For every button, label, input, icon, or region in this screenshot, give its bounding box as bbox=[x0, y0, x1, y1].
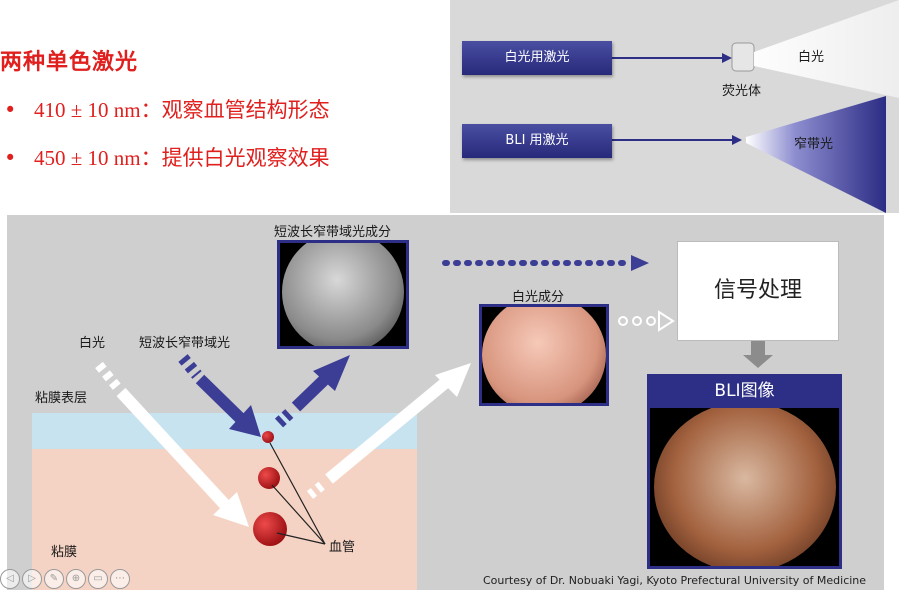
laser-diagram-graphics bbox=[612, 0, 899, 213]
short-reflect-dashed bbox=[274, 406, 297, 428]
bullet-item: • 410 ± 10 nm：观察血管结构形态 bbox=[0, 94, 330, 124]
white-signal-arrowhead bbox=[658, 310, 675, 332]
bli-image-thumbnail bbox=[647, 408, 842, 569]
short-wave-light-label: 短波长窄带域光 bbox=[139, 336, 231, 351]
white-laser-box: 白光用激光 bbox=[462, 41, 612, 75]
more-icon[interactable]: ⋯ bbox=[110, 569, 130, 589]
phosphor-icon bbox=[731, 42, 755, 72]
slide-heading: 两种单色激光 bbox=[0, 50, 139, 75]
white-signal-dot bbox=[632, 316, 642, 326]
slideshow-toolbar: ◁▷✎⊕▭⋯ bbox=[0, 566, 132, 589]
bullet-text: ：提供白光观察效果 bbox=[140, 146, 330, 170]
white-reflect-dashed bbox=[306, 479, 329, 499]
tissue-diagram bbox=[32, 255, 773, 590]
bli-endoscope-image bbox=[654, 408, 836, 566]
white-light-label: 白光 bbox=[79, 336, 106, 351]
white-signal-dot bbox=[618, 316, 628, 326]
down-arrow-head bbox=[743, 355, 773, 368]
short-reflect-arrowhead bbox=[313, 355, 350, 391]
bli-laser-box: BLI 用激光 bbox=[462, 124, 612, 158]
down-arrow-stem bbox=[751, 339, 765, 355]
white-light-endoscope-image bbox=[482, 307, 606, 403]
next-icon[interactable]: ▷ bbox=[22, 569, 42, 589]
mucosa-surface-layer bbox=[32, 413, 417, 449]
white-light-ray bbox=[116, 387, 232, 512]
grayscale-endoscope-image bbox=[282, 243, 404, 346]
image-credit: Courtesy of Dr. Nobuaki Yagi, Kyoto Pref… bbox=[483, 574, 867, 587]
vessel-pointer bbox=[276, 532, 326, 545]
short-wave-arrowhead bbox=[229, 405, 261, 437]
bullet-item: • 450 ± 10 nm：提供白光观察效果 bbox=[0, 142, 330, 172]
blood-vessel-small bbox=[262, 431, 274, 443]
bullet-marker: • bbox=[4, 98, 17, 122]
narrow-band-beam bbox=[746, 96, 886, 213]
bli-laser-arrowhead bbox=[732, 135, 742, 145]
zoom-icon[interactable]: ⊕ bbox=[66, 569, 86, 589]
white-reflect-ray bbox=[325, 378, 449, 484]
blood-vessel-label: 血管 bbox=[329, 540, 356, 555]
short-wave-signal-arrowhead bbox=[631, 255, 649, 271]
short-wave-ray-dashed bbox=[178, 354, 202, 379]
bli-principle-panel: 短波长窄带域光成分 白光成分 信号处理 BLI图像 白光 短波长窄带域光 粘膜表… bbox=[7, 215, 884, 590]
short-wave-thumbnail bbox=[277, 240, 409, 349]
pen-icon[interactable]: ✎ bbox=[44, 569, 64, 589]
bullet-marker: • bbox=[4, 146, 17, 170]
mucosa-surface-label: 粘膜表层 bbox=[35, 391, 88, 406]
white-component-label: 白光成分 bbox=[512, 290, 565, 305]
short-wave-ray bbox=[195, 374, 248, 426]
bullet-value: 450 ± 10 nm bbox=[34, 146, 141, 170]
white-reflect-arrowhead bbox=[435, 363, 471, 397]
previous-icon[interactable]: ◁ bbox=[0, 569, 20, 589]
blood-vessel-medium bbox=[258, 467, 280, 489]
white-light-ray-dashed bbox=[95, 361, 121, 391]
mucosa-layer bbox=[32, 449, 417, 590]
white-signal-dot bbox=[646, 316, 656, 326]
mucosa-label: 粘膜 bbox=[51, 545, 78, 560]
white-light-beam bbox=[754, 0, 899, 98]
vessel-pointer bbox=[269, 442, 326, 545]
narrow-band-label: 窄带光 bbox=[794, 137, 834, 152]
laser-diagram-panel: 白光用激光 BLI 用激光 荧光体 白光 窄带光 bbox=[450, 0, 899, 213]
blood-vessel-large bbox=[253, 512, 287, 546]
signal-processing-box: 信号处理 bbox=[677, 241, 839, 341]
white-laser-arrowhead bbox=[722, 53, 732, 63]
bli-image-title: BLI图像 bbox=[647, 374, 842, 408]
bullet-text: ：观察血管结构形态 bbox=[140, 98, 330, 122]
short-wave-component-label: 短波长窄带域光成分 bbox=[274, 225, 392, 240]
slides-icon[interactable]: ▭ bbox=[88, 569, 108, 589]
vessel-pointer bbox=[271, 484, 326, 545]
bullet-value: 410 ± 10 nm bbox=[34, 98, 141, 122]
short-reflect-ray bbox=[291, 374, 330, 412]
white-light-arrowhead bbox=[213, 492, 249, 527]
white-light-thumbnail bbox=[479, 304, 609, 406]
white-light-label: 白光 bbox=[798, 50, 825, 65]
phosphor-label: 荧光体 bbox=[722, 84, 762, 99]
